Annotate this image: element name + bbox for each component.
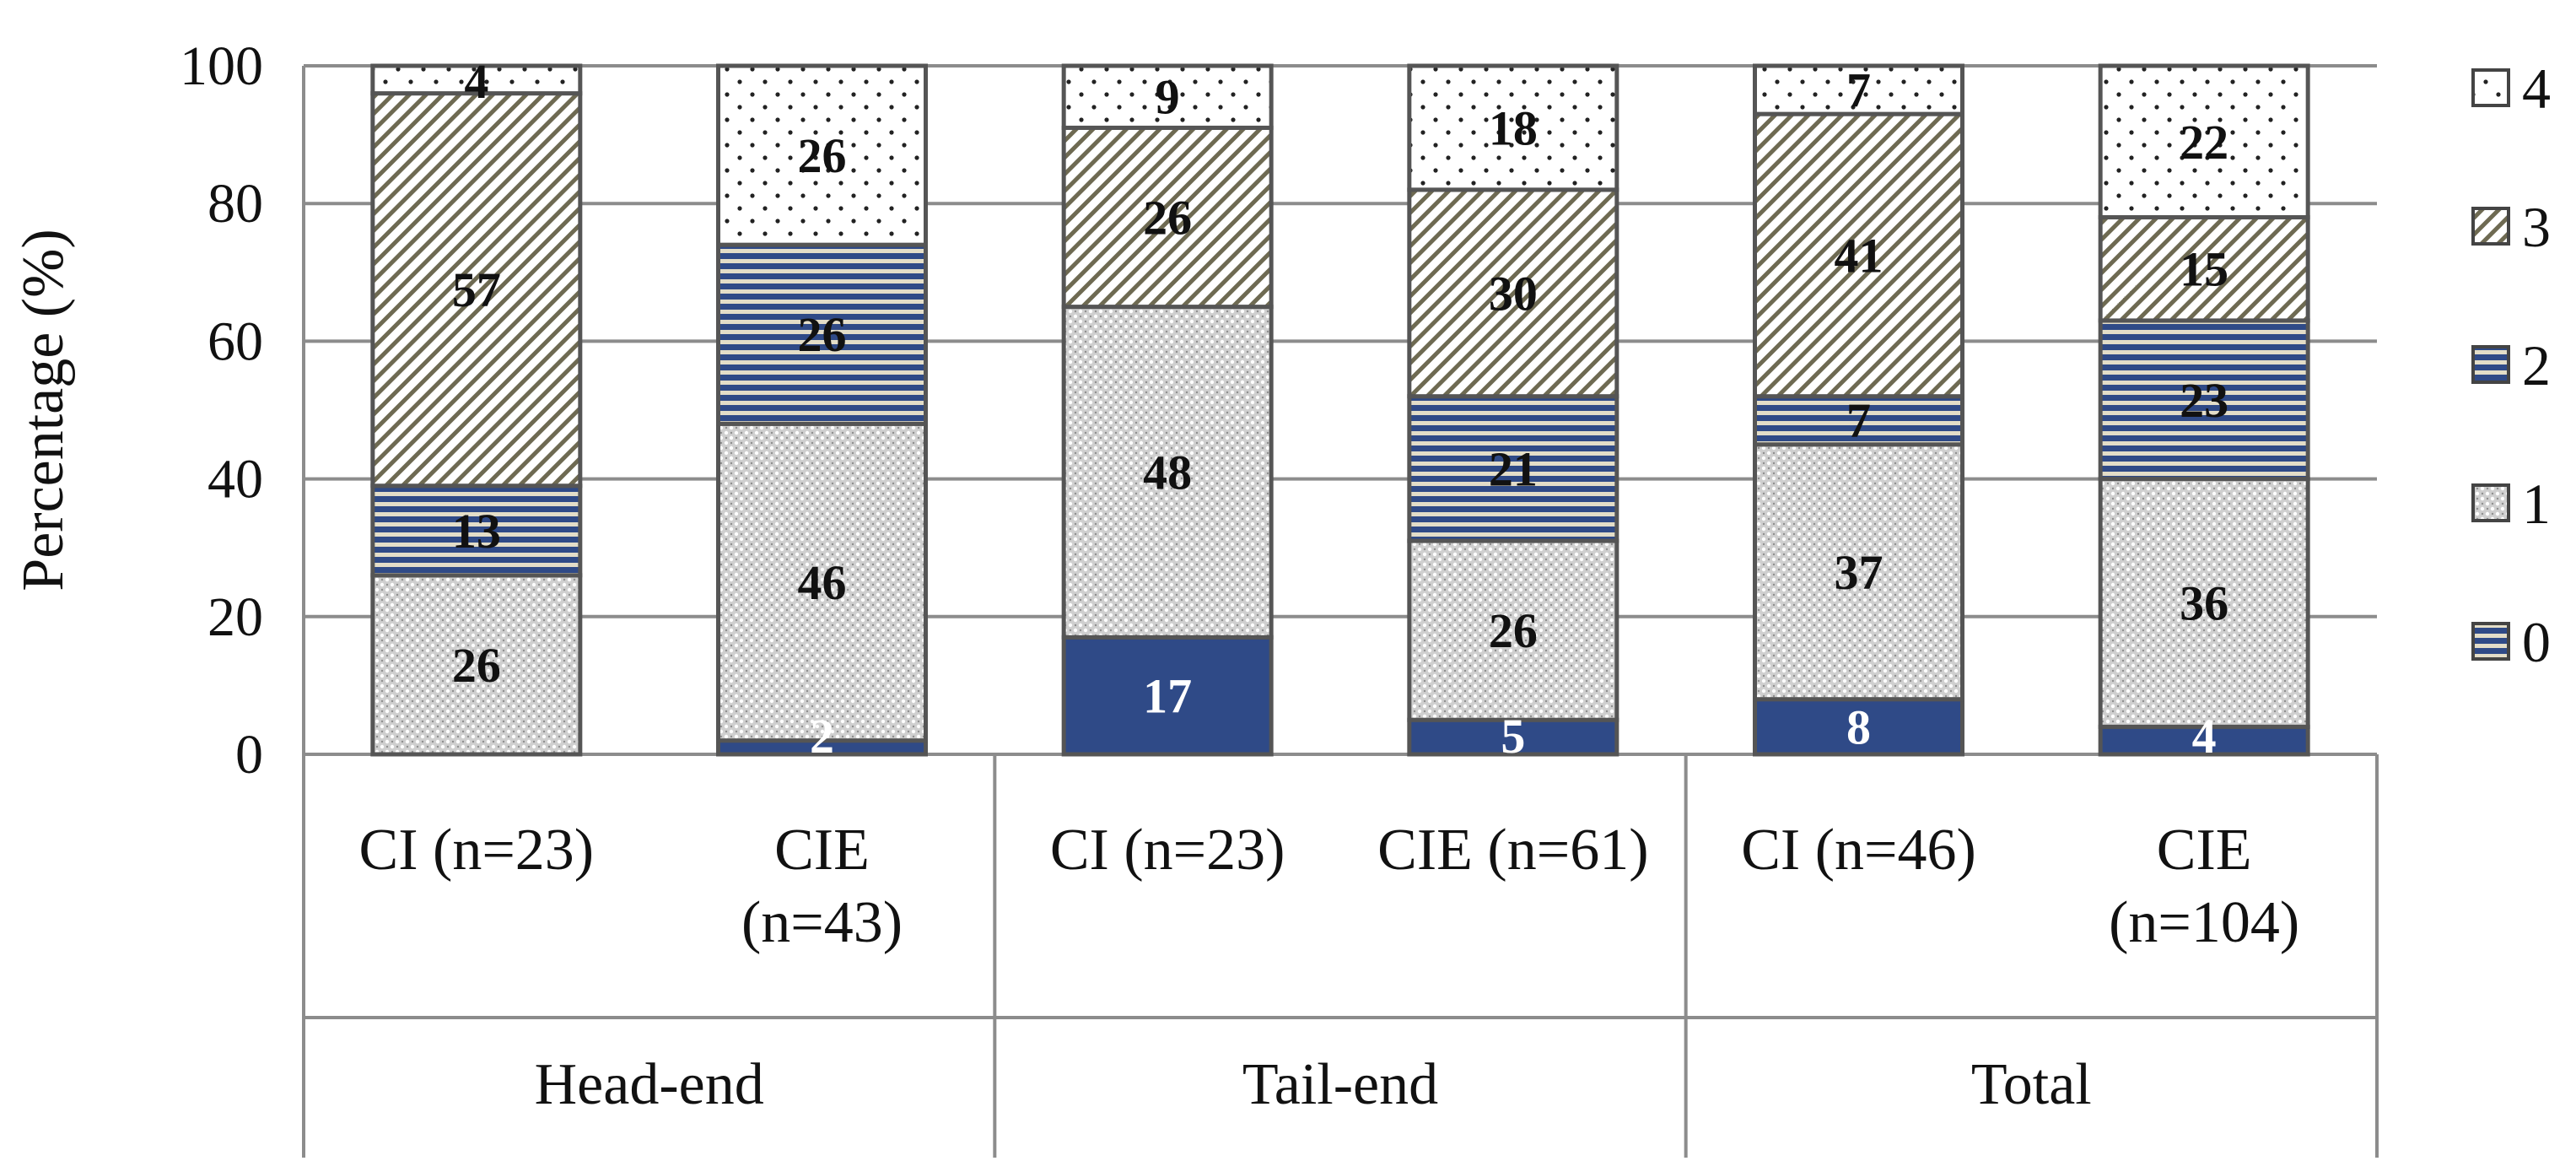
data-labels: 26 13 57 4 2 46 26 26 17 48 26 9 5 26 21 30 18 8 37 7 41 7 4 36…	[452, 54, 2228, 764]
data-label: 2	[810, 709, 834, 764]
y-tick-label: 60	[207, 310, 263, 372]
x-category-label: CIE (n=61)	[1377, 818, 1648, 883]
data-label: 23	[2180, 373, 2228, 428]
legend-swatch-1	[2471, 483, 2510, 522]
data-label: 5	[1501, 709, 1525, 764]
data-label: 26	[798, 307, 847, 362]
data-label: 41	[1835, 228, 1883, 283]
bar-segment-4	[1407, 63, 1619, 192]
data-label: 9	[1156, 70, 1180, 125]
y-tick-label: 80	[207, 173, 263, 235]
bar-segment-3	[370, 91, 583, 489]
data-label: 21	[1489, 441, 1538, 496]
data-label: 18	[1489, 100, 1538, 155]
y-tick-label: 0	[235, 724, 263, 786]
legend-label: 3	[2522, 195, 2551, 259]
bar-segment-0	[1061, 634, 1274, 757]
bar-segment-4	[1753, 63, 1964, 116]
bar-segment-1	[2098, 477, 2310, 729]
data-label: 8	[1846, 699, 1871, 754]
x-group-label: Tail-end	[1242, 1052, 1438, 1117]
legend-label: 0	[2522, 610, 2551, 674]
legend-swatch-2	[2471, 345, 2510, 384]
x-category-label: CIE	[774, 818, 870, 883]
bar-segment-1	[1753, 442, 1964, 702]
data-label: 15	[2180, 242, 2228, 297]
grid-lines	[304, 64, 2377, 756]
bar-segment-2	[716, 242, 928, 426]
data-label: 4	[2192, 709, 2217, 764]
bar-segment-4	[370, 63, 583, 96]
x-category-label: CIE	[2157, 818, 2252, 883]
x-category-label: (n=43)	[741, 890, 903, 955]
y-axis-title: Percentage (%)	[11, 229, 76, 591]
bar-segment-1	[1061, 305, 1274, 640]
data-label: 22	[2180, 115, 2228, 170]
data-label: 26	[452, 638, 501, 693]
legend-swatch-0	[2471, 622, 2510, 661]
legend-label: 4	[2522, 57, 2551, 121]
data-label: 4	[464, 54, 488, 109]
y-tick-label: 100	[180, 35, 263, 97]
bar-segment-2	[2098, 318, 2310, 482]
data-label: 17	[1143, 669, 1192, 724]
y-tick-label: 40	[207, 449, 263, 510]
x-category-label: CI (n=46)	[1741, 818, 1976, 883]
data-label: 37	[1835, 545, 1883, 600]
y-tick-label: 20	[207, 586, 263, 648]
data-label: 46	[798, 555, 847, 610]
data-label: 26	[1489, 603, 1538, 658]
bar-segment-2	[370, 483, 583, 578]
data-label: 57	[452, 262, 501, 317]
x-group-label: Head-end	[535, 1052, 764, 1117]
data-label: 7	[1846, 63, 1871, 118]
bar-segment-0	[1753, 697, 1964, 757]
bar-segment-3	[2098, 215, 2310, 323]
bar-segment-1	[716, 421, 928, 743]
x-category-label: CI (n=23)	[1050, 818, 1285, 883]
bar-segment-0	[2098, 724, 2310, 757]
data-label: 36	[2180, 575, 2228, 630]
data-label: 26	[798, 128, 847, 183]
bar-series	[370, 63, 2310, 757]
legend-swatch-4	[2471, 68, 2510, 107]
bar-segment-3	[1407, 187, 1619, 399]
data-label: 30	[1489, 266, 1538, 321]
data-label: 48	[1143, 445, 1192, 500]
x-category-label: (n=104)	[2109, 890, 2299, 955]
legend-label: 1	[2522, 472, 2551, 536]
bar-segment-4	[2098, 63, 2310, 220]
bar-segment-4	[716, 63, 928, 247]
legend-swatch-3	[2471, 207, 2510, 246]
bar-segment-4	[1061, 63, 1274, 130]
legend: 4 3 2 1 0	[2471, 57, 2551, 674]
data-label: 13	[452, 504, 501, 559]
bar-segment-3	[1753, 111, 1964, 399]
bar-segment-3	[1061, 125, 1274, 310]
data-label: 7	[1846, 393, 1871, 448]
bar-segment-2	[1407, 394, 1619, 543]
bar-segment-1	[370, 573, 583, 757]
legend-label: 2	[2522, 333, 2551, 397]
data-label: 26	[1143, 191, 1192, 246]
x-category-label: CI (n=23)	[359, 818, 595, 883]
x-group-label: Total	[1971, 1052, 2092, 1117]
